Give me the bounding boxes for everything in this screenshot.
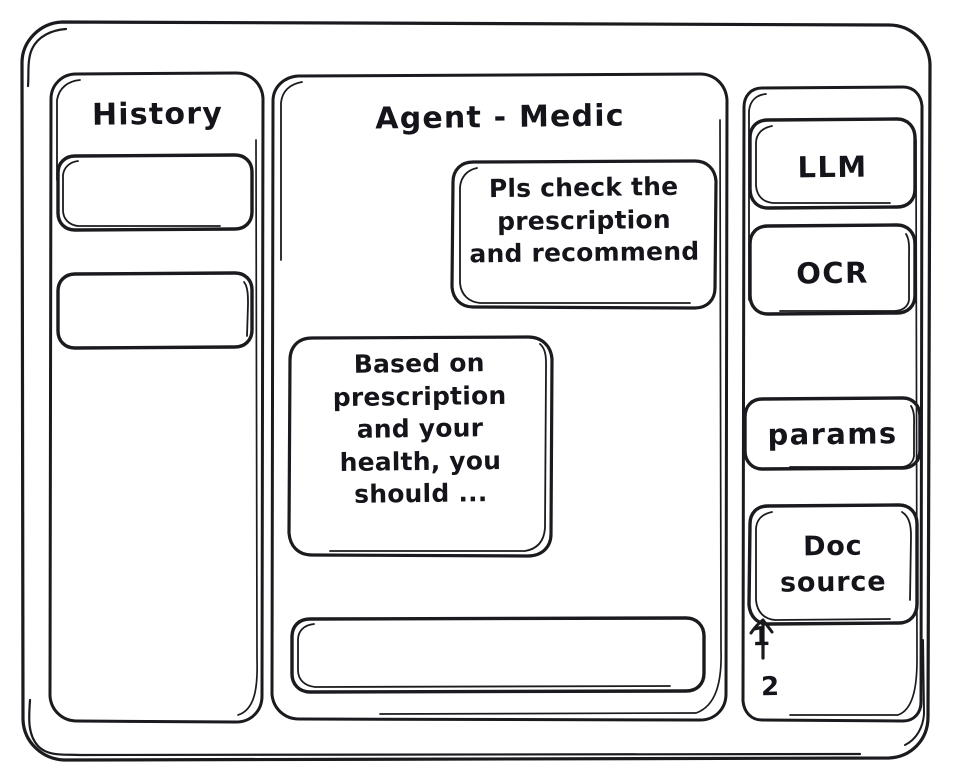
app-window-frame xyxy=(20,20,932,762)
tool-chip-llm-label: LLM xyxy=(797,149,868,185)
doc-source-connector xyxy=(749,618,774,660)
tool-chip-params-label: params xyxy=(767,416,898,452)
composer-input[interactable] xyxy=(292,618,704,692)
history-item-1[interactable] xyxy=(58,156,252,230)
tool-chip-llm[interactable]: LLM xyxy=(750,119,915,208)
history-panel-title: History xyxy=(91,96,224,133)
history-item-1-outline xyxy=(56,153,254,232)
assistant-message-bubble-outline xyxy=(287,335,554,558)
history-item-2-label xyxy=(58,296,252,298)
tool-chip-doc-source-outline xyxy=(747,503,919,626)
main-panel-outline xyxy=(270,72,729,722)
history-item-2-outline xyxy=(56,271,254,350)
composer-input-value xyxy=(308,638,688,643)
doc-source-item-2[interactable]: 2 xyxy=(760,672,780,703)
tool-chip-ocr-label: OCR xyxy=(796,255,869,291)
tool-chip-params[interactable]: params xyxy=(745,398,920,469)
assistant-message-text: Based on prescription and your health, y… xyxy=(332,348,507,509)
doc-source-item-1[interactable]: 1 xyxy=(751,622,771,653)
tool-chip-ocr[interactable]: OCR xyxy=(750,225,915,314)
tool-chip-doc-source[interactable]: Doc source xyxy=(749,505,917,624)
user-message-bubble-outline xyxy=(450,159,718,310)
tools-panel-outline xyxy=(741,85,924,723)
tool-chip-params-outline xyxy=(743,396,922,471)
user-message-text: Pls check the prescription and recommend xyxy=(469,171,700,269)
composer-input-outline xyxy=(290,616,706,694)
agent-title: Agent - Medic xyxy=(375,98,625,137)
tool-chip-doc-source-label: Doc source xyxy=(779,530,887,599)
tool-chip-ocr-outline xyxy=(748,223,917,316)
history-item-2[interactable] xyxy=(58,273,252,348)
history-item-1-label xyxy=(58,179,252,181)
history-panel-outline xyxy=(48,71,265,724)
tool-chip-llm-outline xyxy=(748,117,917,210)
